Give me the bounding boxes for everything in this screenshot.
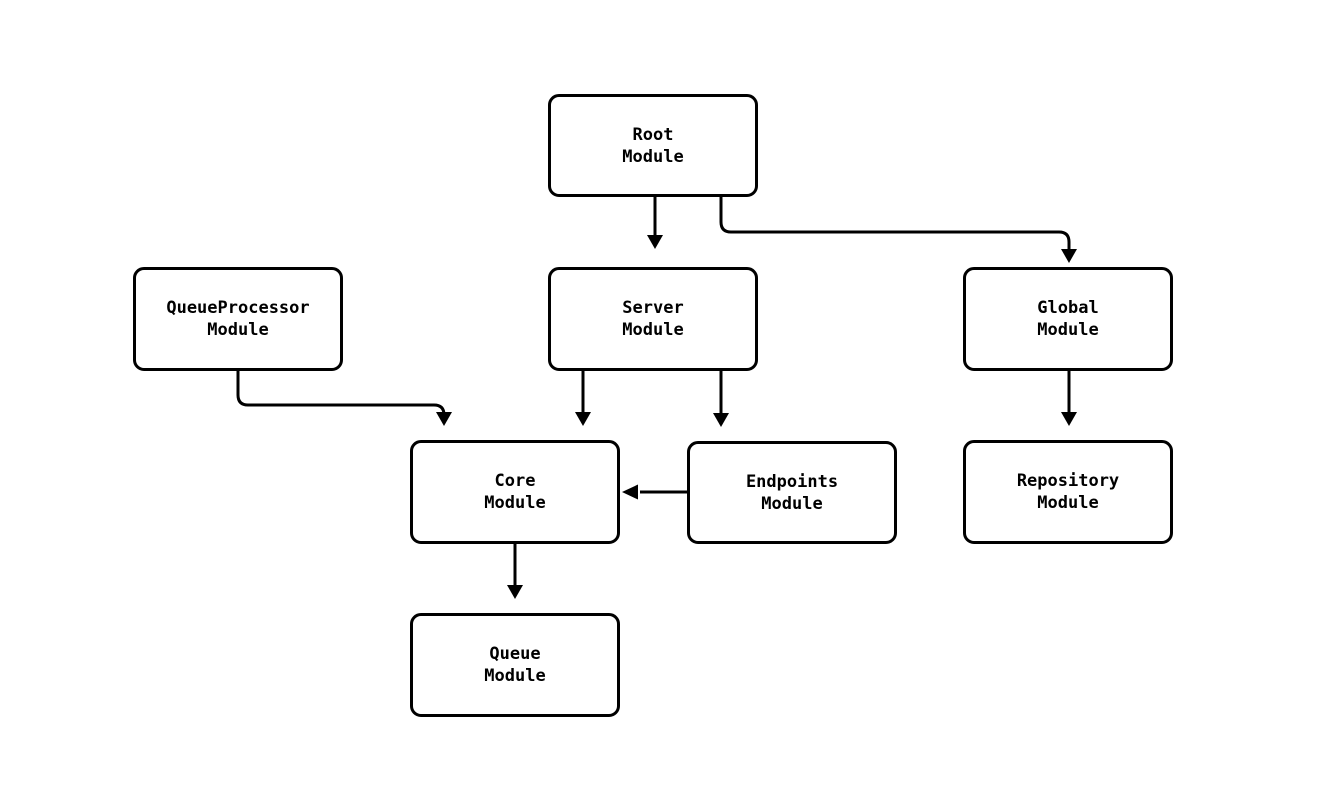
node-core[interactable]: Core Module (410, 440, 620, 544)
arrowhead-core-queue (507, 585, 523, 599)
arrowhead-root-server (647, 235, 663, 249)
node-root[interactable]: Root Module (548, 94, 758, 197)
node-queueprocessor[interactable]: QueueProcessor Module (133, 267, 343, 371)
node-global[interactable]: Global Module (963, 267, 1173, 371)
node-repository[interactable]: Repository Module (963, 440, 1173, 544)
node-label-repository: Repository Module (1016, 471, 1120, 513)
arrowhead-server-core (575, 412, 591, 426)
node-label-root: Root Module (622, 124, 684, 167)
arrowhead-global-repository (1061, 412, 1077, 426)
node-endpoints[interactable]: Endpoints Module (687, 441, 897, 544)
node-server[interactable]: Server Module (548, 267, 758, 371)
node-label-endpoints: Endpoints Module (745, 471, 839, 514)
arrowhead-root-global (1061, 249, 1077, 263)
arrowhead-server-endpoints (713, 413, 729, 427)
arrowhead-endpoints-core (622, 484, 638, 500)
arrowhead-queueprocessor-core (436, 412, 452, 426)
node-label-queueprocessor: QueueProcessor Module (166, 298, 310, 340)
node-label-core: Core Module (484, 471, 546, 513)
node-label-server: Server Module (622, 298, 684, 340)
edge-root-global (719, 197, 1071, 249)
node-queue[interactable]: Queue Module (410, 613, 620, 717)
edge-queueprocessor-core (236, 371, 446, 417)
node-label-queue: Queue Module (484, 644, 546, 686)
node-label-global: Global Module (1037, 298, 1099, 340)
